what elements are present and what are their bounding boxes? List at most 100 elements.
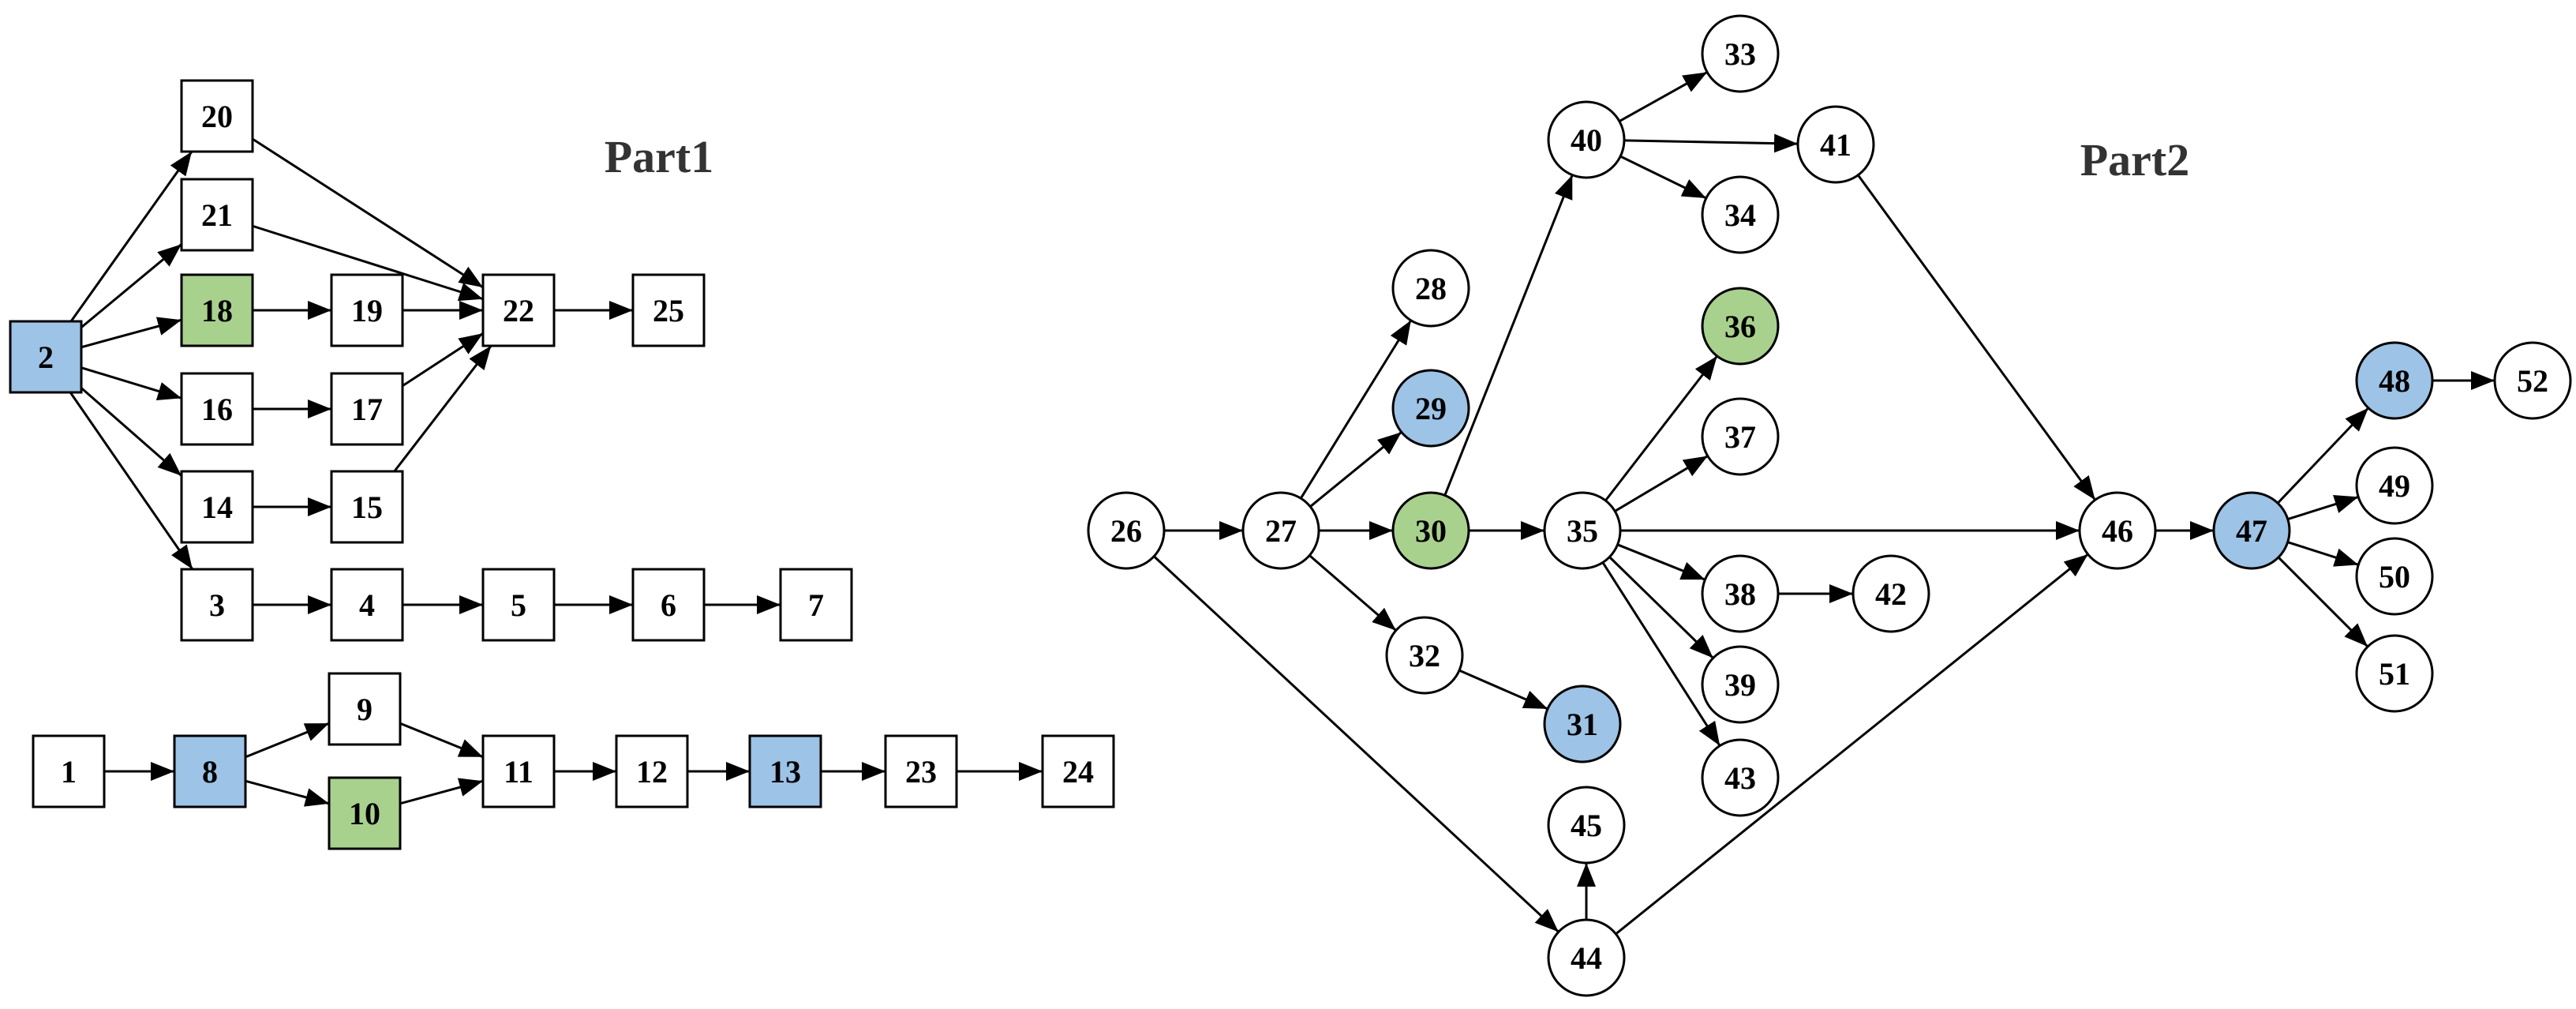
node-label: 49: [2379, 468, 2410, 504]
node-circle: [1701, 554, 1780, 633]
node-22: 22: [481, 273, 556, 347]
edge-27-to-32: [1309, 554, 1397, 632]
node-label: 2: [38, 339, 54, 375]
node-label: 50: [2379, 559, 2410, 595]
node-label: 38: [1724, 576, 1756, 612]
node-circle: [1701, 287, 1780, 366]
node-52: 52: [2493, 341, 2572, 420]
node-label: 24: [1062, 754, 1094, 790]
node-label: 29: [1415, 391, 1447, 426]
node-circle: [2355, 341, 2434, 420]
node-label: 1: [61, 754, 77, 790]
node-35: 35: [1543, 491, 1622, 570]
edge-21-to-22: [252, 224, 484, 302]
node-48: 48: [2355, 341, 2434, 420]
edge-47-to-51: [2277, 556, 2369, 648]
node-label: 27: [1265, 513, 1297, 549]
node-7: 7: [779, 568, 853, 642]
node-label: 48: [2379, 363, 2410, 399]
node-38: 38: [1701, 554, 1780, 633]
node-label: 20: [201, 99, 233, 134]
edge-26-to-44: [1153, 555, 1559, 933]
node-45: 45: [1547, 786, 1626, 865]
node-47: 47: [2212, 491, 2291, 570]
node-label: 9: [357, 692, 373, 727]
node-label: 41: [1820, 127, 1852, 163]
node-label: 47: [2236, 513, 2267, 549]
node-36: 36: [1701, 287, 1780, 366]
node-41: 41: [1796, 105, 1875, 184]
node-31: 31: [1543, 685, 1622, 763]
edge-2-to-21: [80, 243, 182, 328]
node-circle: [1543, 685, 1622, 763]
node-label: 12: [636, 754, 668, 790]
node-10: 10: [328, 776, 402, 850]
node-circle: [2493, 341, 2572, 420]
node-box: [330, 568, 404, 642]
node-28: 28: [1391, 249, 1470, 328]
node-label: 18: [201, 293, 233, 328]
node-circle: [1547, 100, 1626, 179]
node-label: 51: [2379, 656, 2410, 692]
node-29: 29: [1391, 369, 1470, 448]
edge-47-to-48: [2277, 407, 2369, 504]
node-label: 21: [201, 197, 233, 233]
node-label: 15: [351, 489, 383, 525]
node-label: 32: [1409, 638, 1440, 673]
node-23: 23: [884, 734, 958, 808]
node-40: 40: [1547, 100, 1626, 179]
node-circle: [1391, 249, 1470, 328]
node-1: 1: [32, 734, 106, 808]
node-21: 21: [180, 178, 254, 252]
node-label: 10: [349, 796, 380, 831]
node-box: [631, 568, 706, 642]
edge-30-to-40: [1443, 174, 1574, 496]
node-17: 17: [330, 372, 404, 446]
node-43: 43: [1701, 738, 1780, 817]
node-label: 14: [201, 489, 233, 525]
node-circle: [2212, 491, 2291, 570]
node-box: [748, 734, 822, 808]
node-label: 26: [1110, 513, 1142, 549]
node-circle: [2355, 446, 2434, 525]
edge-9-to-11: [399, 722, 484, 759]
node-49: 49: [2355, 446, 2434, 525]
edge-35-to-39: [1608, 556, 1714, 659]
node-circle: [2355, 634, 2434, 713]
node-circle: [2355, 537, 2434, 616]
edge-35-to-38: [1617, 543, 1705, 581]
node-circle: [1543, 491, 1622, 570]
node-44: 44: [1547, 918, 1626, 997]
node-box: [180, 470, 254, 544]
node-25: 25: [631, 273, 706, 347]
edge-2-to-3: [69, 392, 194, 570]
part1-title: Part1: [605, 131, 714, 182]
edge-8-to-10: [245, 779, 330, 807]
node-label: 11: [504, 754, 534, 790]
edge-41-to-46: [1857, 174, 2096, 501]
node-37: 37: [1701, 397, 1780, 476]
edge-2-to-18: [80, 317, 182, 349]
node-30: 30: [1391, 491, 1470, 570]
node-box: [32, 734, 106, 808]
node-label: 34: [1724, 197, 1756, 233]
node-box: [180, 568, 254, 642]
edge-15-to-22: [393, 345, 492, 472]
node-circle: [1241, 491, 1320, 570]
edge-40-to-34: [1619, 155, 1707, 200]
node-circle: [1087, 491, 1166, 570]
node-label: 17: [351, 392, 383, 427]
node-label: 22: [503, 293, 534, 328]
node-box: [173, 734, 247, 808]
node-box: [180, 178, 254, 252]
node-circle: [1701, 175, 1780, 254]
node-box: [1041, 734, 1115, 808]
node-box: [481, 734, 556, 808]
edge-8-to-9: [245, 722, 330, 759]
node-label: 28: [1415, 271, 1447, 306]
node-label: 8: [202, 754, 218, 790]
node-50: 50: [2355, 537, 2434, 616]
node-circle: [1385, 616, 1464, 695]
